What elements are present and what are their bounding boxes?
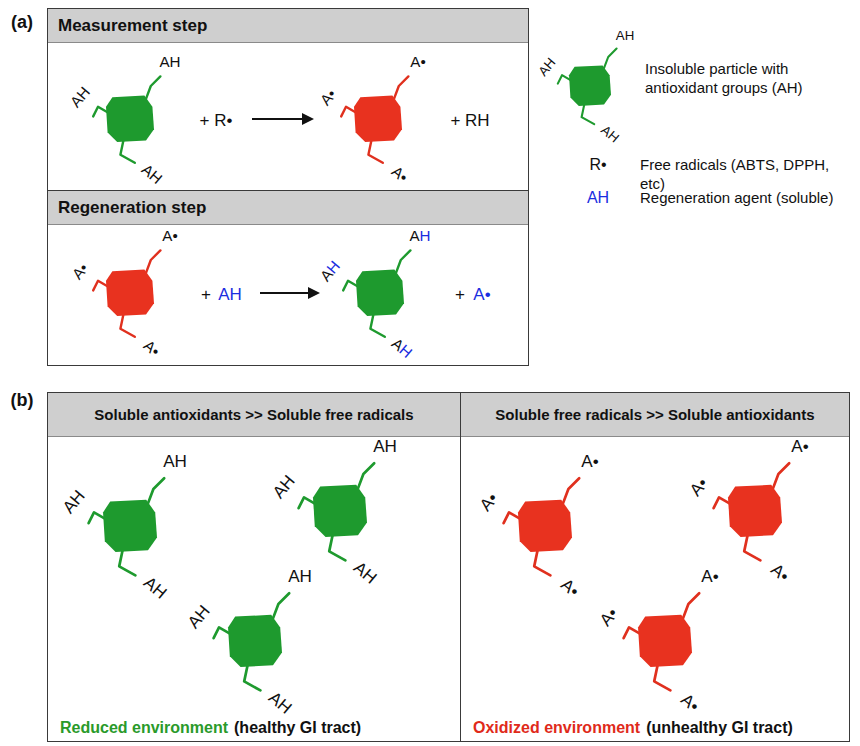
environment-panel: Soluble antioxidants >> Soluble free rad… <box>47 392 461 742</box>
reagent-label: + R• <box>200 112 233 129</box>
group-label: AH <box>616 29 634 42</box>
product-label: A• <box>473 286 490 303</box>
header-band: Soluble antioxidants >> Soluble free rad… <box>48 393 460 437</box>
legend-icon <box>558 49 617 125</box>
group-label: A• <box>678 691 702 715</box>
legend-sample: R• <box>589 157 606 173</box>
plus-sign: + <box>455 286 465 303</box>
group-label: AH <box>60 487 88 516</box>
group-label: AH <box>598 123 621 145</box>
header-band: Measurement step <box>48 9 528 43</box>
environment-caption: Reduced environment (healthy GI tract) <box>60 719 361 737</box>
group-label: A• <box>687 474 711 498</box>
group-label: A• <box>142 337 164 359</box>
reagent-label: AH <box>218 286 242 303</box>
header-band: Regeneration step <box>48 191 528 225</box>
group-label: A• <box>390 163 412 185</box>
group-label: A• <box>410 54 425 69</box>
group-label: A• <box>597 604 621 628</box>
group-label: AH <box>68 84 93 110</box>
group-label: A• <box>558 576 582 600</box>
group-label: AH <box>351 559 380 587</box>
product-label: + RH <box>450 112 489 129</box>
group-label: AH <box>159 54 180 69</box>
group-label: A• <box>701 568 718 585</box>
group-label: AH <box>536 55 558 78</box>
step-box: Regeneration step <box>47 190 529 366</box>
particle <box>624 593 700 690</box>
group-label: AH <box>373 438 397 455</box>
particle <box>343 250 410 336</box>
particle <box>93 250 160 336</box>
caption-text: Oxidized environment <box>473 719 640 737</box>
header-text: Regeneration step <box>58 198 206 218</box>
group-label: AH <box>139 161 165 186</box>
environment-caption: Oxidized environment (unhealthy GI tract) <box>473 719 793 737</box>
panel-letter: (a) <box>11 13 33 31</box>
particle <box>299 463 375 560</box>
legend-text: Free radicals (ABTS, DPPH, etc) <box>640 156 845 194</box>
panel-letter: (b) <box>11 391 34 409</box>
group-label: A• <box>318 86 340 108</box>
header-band: Soluble free radicals >> Soluble antioxi… <box>461 393 849 437</box>
group-label: AH <box>163 453 187 470</box>
group-label: A• <box>581 453 598 470</box>
header-text: Soluble antioxidants >> Soluble free rad… <box>94 406 413 423</box>
header-text: Soluble free radicals >> Soluble antioxi… <box>495 406 814 423</box>
particle <box>89 478 165 575</box>
group-label: A• <box>70 260 92 282</box>
particle <box>214 593 290 690</box>
group-label: AH <box>409 228 430 243</box>
caption-text: Reduced environment <box>60 719 228 737</box>
group-label: A• <box>162 228 177 243</box>
group-label: AH <box>185 602 213 631</box>
group-label: AH <box>318 258 343 284</box>
particle <box>341 76 408 162</box>
group-label: A• <box>768 561 792 585</box>
legend-text: Insoluble particle with antioxidant grou… <box>645 60 850 98</box>
caption-text: (unhealthy GI tract) <box>646 719 793 737</box>
group-label: AH <box>270 472 298 501</box>
group-label: AH <box>266 689 295 717</box>
group-label: AH <box>288 568 312 585</box>
particle <box>504 478 580 575</box>
group-label: A• <box>477 489 501 513</box>
particle <box>714 463 790 560</box>
group-label: AH <box>141 574 170 602</box>
legend-sample: AH <box>587 190 609 206</box>
particle <box>93 76 160 162</box>
legend-text: Regeneration agent (soluble) <box>640 189 845 208</box>
plus-sign: + <box>201 286 211 303</box>
group-label: AH <box>389 335 415 360</box>
step-box: Measurement step <box>47 8 529 192</box>
group-label: A• <box>791 438 808 455</box>
caption-text: (healthy GI tract) <box>234 719 361 737</box>
header-text: Measurement step <box>58 16 207 36</box>
